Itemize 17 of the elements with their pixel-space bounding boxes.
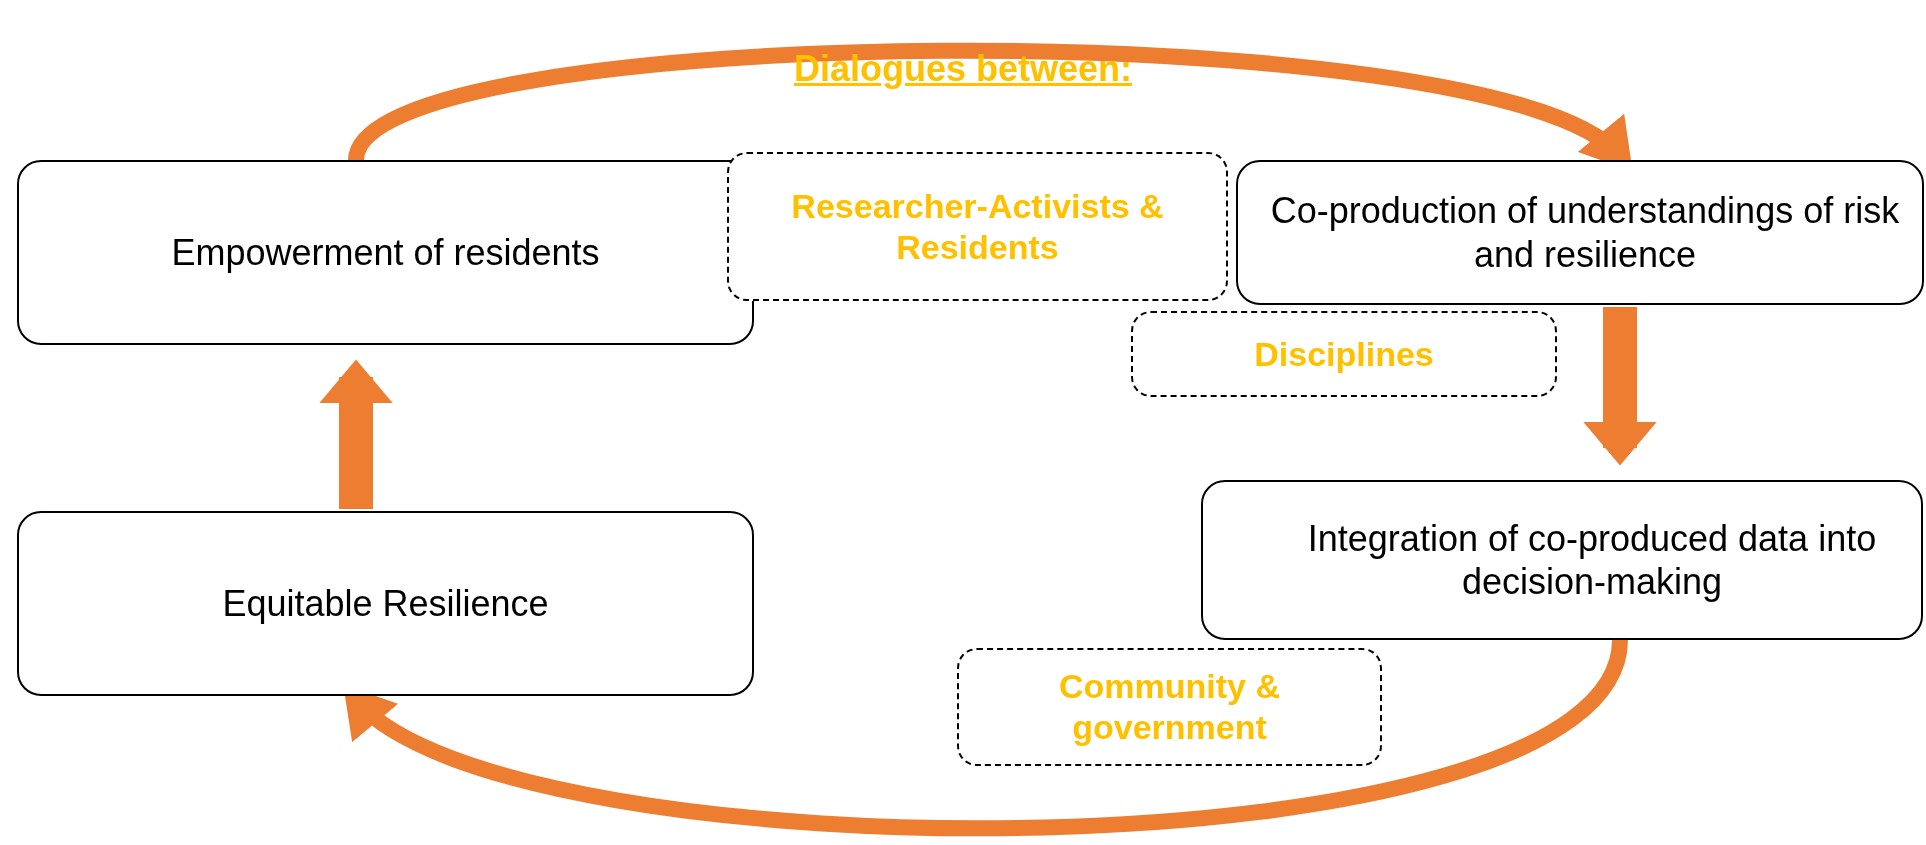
process-box bbox=[1201, 480, 1923, 640]
process-box bbox=[1236, 160, 1924, 305]
block-arrow bbox=[319, 359, 393, 509]
node-label: Disciplines bbox=[1254, 333, 1434, 375]
node-label: Community & government bbox=[1058, 666, 1281, 748]
diagram-title: Dialogues between: bbox=[793, 48, 1133, 89]
block-arrow bbox=[1583, 307, 1657, 466]
node-label: Integration of co-produced data into decision-making bbox=[1306, 516, 1878, 604]
node-label: Researcher-Activists & Residents bbox=[790, 185, 1165, 268]
node-label: Empowerment of residents bbox=[171, 230, 600, 275]
process-box bbox=[17, 160, 754, 345]
process-box bbox=[17, 511, 754, 696]
dialogue-box bbox=[727, 152, 1228, 301]
dialogue-box bbox=[1131, 311, 1557, 397]
node-label: Equitable Resilience bbox=[222, 581, 549, 626]
node-label: Co-production of understandings of risk and resilience bbox=[1269, 189, 1901, 276]
dialogue-box bbox=[957, 648, 1382, 766]
